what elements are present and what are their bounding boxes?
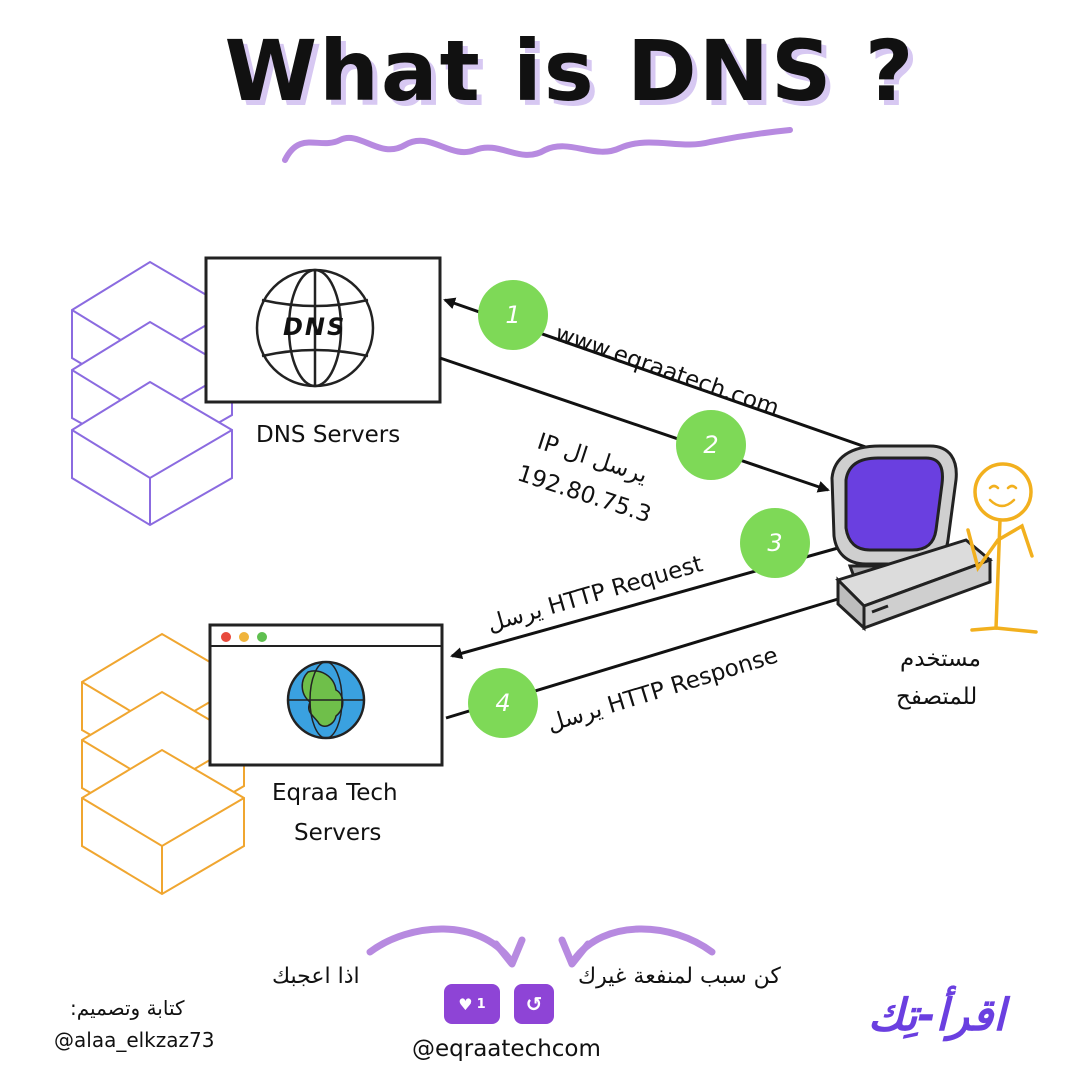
computer-icon (830, 444, 993, 632)
window-close-dot (221, 632, 231, 642)
title-underline-squiggle (282, 127, 793, 163)
earth-globe-icon (286, 660, 366, 740)
window-minimize-dot (239, 632, 249, 642)
dns-globe-text: DNS (283, 313, 347, 341)
arrow-step2 (439, 356, 830, 493)
repost-button[interactable]: ↺ (514, 984, 554, 1024)
dns-globe-icon (255, 268, 375, 388)
page-title: What is DNS ? (224, 22, 916, 120)
left-curved-arrow (366, 925, 514, 964)
like-count: 1 (476, 996, 486, 1012)
web-servers-label-line1: Eqraa Tech (272, 780, 398, 806)
credit-label: كتابة وتصميم: (70, 996, 185, 1020)
web-server-stack (81, 632, 245, 896)
like-button[interactable]: ♥ 1 (444, 984, 500, 1024)
window-maximize-dot (257, 632, 267, 642)
share-prompt: كن سبب لمنفعة غيرك (578, 964, 781, 989)
step-2-badge: 2 (676, 410, 746, 480)
step-1-badge: 1 (478, 280, 548, 350)
user-stick-figure (966, 462, 1038, 634)
like-prompt: اذا اعجبك (272, 964, 360, 989)
right-curved-arrow (570, 925, 716, 964)
dns-servers-label: DNS Servers (256, 422, 401, 448)
step-4-badge: 4 (468, 668, 538, 738)
user-label-line1: مستخدم (900, 646, 981, 672)
dns-window (204, 256, 442, 404)
repost-icon: ↺ (525, 992, 543, 1016)
web-servers-label-line2: Servers (294, 820, 382, 846)
heart-icon: ♥ (458, 994, 473, 1014)
brand-logo: اقرأ-تِك (868, 990, 1006, 1041)
user-label-line2: للمتصفح (896, 684, 978, 710)
step-3-badge: 3 (740, 508, 810, 578)
credit-handle: @alaa_elkzaz73 (54, 1028, 215, 1052)
footer-handle: @eqraatechcom (412, 1036, 601, 1062)
